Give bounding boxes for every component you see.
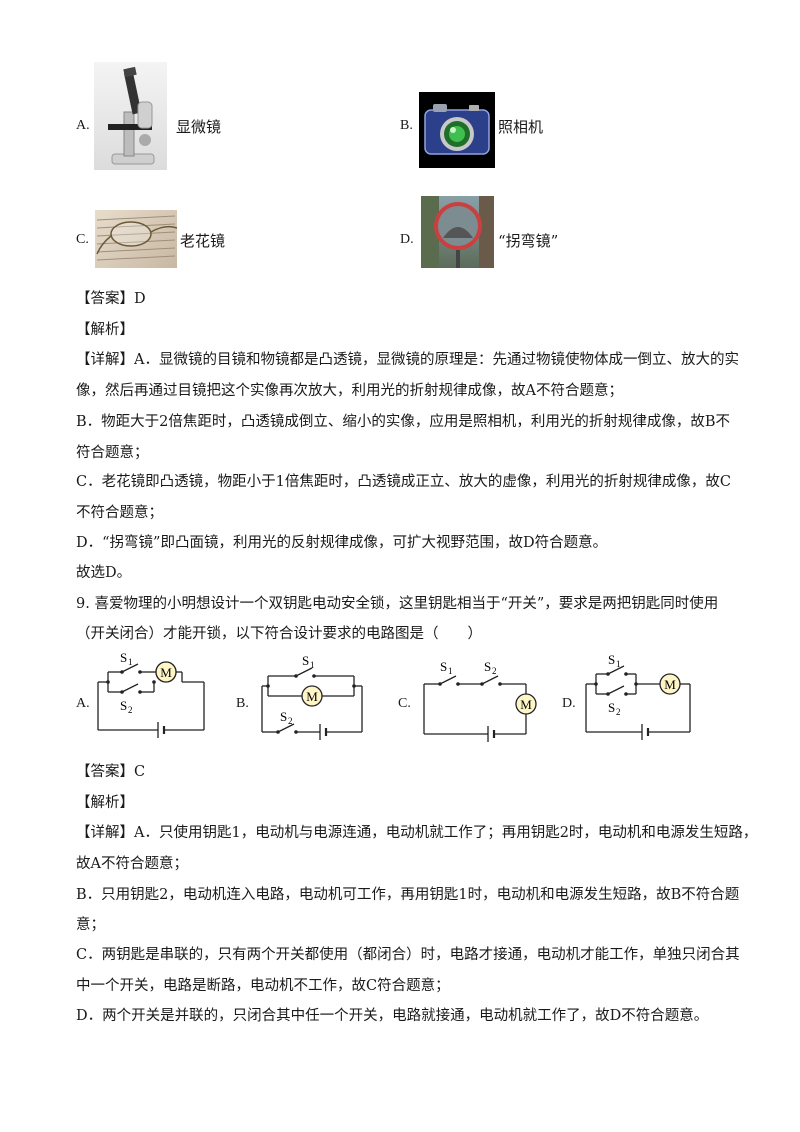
circuit-a-diagram: M S 1 S 2 [97,650,205,738]
circuit-b-diagram: M S 1 S 2 [261,653,363,740]
q8-detail-line: C．老花镜即凸透镜，物距小于1倍焦距时，凸透镜成正立、放大的虚像，利用光的折射规… [76,474,731,490]
circuit-d-diagram: M S 1 S 2 [585,652,691,740]
motor-label: M [664,677,676,692]
switch-s2-subscript: 2 [492,666,497,676]
switch-s1-subscript: 1 [616,659,621,669]
option-b-text: 照相机 [498,118,544,136]
option-c-text: 老花镜 [180,232,226,250]
circuit-c-letter: C. [398,696,411,711]
switch-s2-subscript: 2 [288,716,293,726]
q9-detail-line: 意； [76,917,105,933]
switch-s1-subscript: 1 [310,660,315,670]
circuit-c-diagram: M S 1 S 2 [423,659,537,742]
q8-answer: 【答案】D [76,291,146,307]
motor-label: M [306,689,318,704]
q9-stem-line: （开关闭合）才能开锁，以下符合设计要求的电路图是（ ） [76,626,482,642]
q9-detail-line: C．两钥匙是串联的，只有两个开关都使用（都闭合）时，电路才接通，电动机才能工作，… [76,947,740,963]
switch-s1-label: S [608,652,615,667]
camera-image [419,92,495,168]
option-c-letter: C. [76,232,89,247]
switch-s2-subscript: 2 [128,705,133,715]
q8-detail-line: B．物距大于2倍焦距时，凸透镜成倒立、缩小的实像，应用是照相机，利用光的折射规律… [76,414,731,430]
q8-detail-line: 像，然后再通过目镜把这个实像再次放大，利用光的折射规律成像，故A不符合题意； [76,383,623,399]
q8-detail-line: 不符合题意； [76,505,163,521]
q9-detail-line: 中一个开关，电路是断路，电动机不工作，故C符合题意； [76,978,450,994]
reading-glasses-image [95,210,177,268]
switch-s1-subscript: 1 [128,657,133,667]
motor-label: M [160,665,172,680]
switch-s1-label: S [120,650,127,665]
convex-mirror-image [421,196,494,268]
q9-stem-line: 9. 喜爱物理的小明想设计一个双钥匙电动安全锁，这里钥匙相当于“开关”，要求是两… [76,596,719,612]
option-a-letter: A. [76,118,90,133]
motor-label: M [520,697,532,712]
circuit-b-letter: B. [236,696,249,711]
switch-s1-label: S [302,653,309,668]
switch-s2-label: S [484,659,491,674]
q9-detail-line: D．两个开关是并联的，只闭合其中任一个开关，电路就接通，电动机就工作了，故D不符… [76,1008,709,1024]
q8-detail-line: 【详解】A．显微镜的目镜和物镜都是凸透镜，显微镜的原理是：先通过物镜使物体成一倒… [76,352,739,368]
circuit-a-letter: A. [76,696,90,711]
option-b-letter: B. [400,118,413,133]
q9-analysis-label: 【解析】 [76,795,134,811]
q9-detail-line: 故A不符合题意； [76,856,188,872]
switch-s2-label: S [280,709,287,724]
switch-s2-subscript: 2 [616,707,621,717]
microscope-image [94,62,167,170]
q8-detail-line: 符合题意； [76,445,149,461]
circuit-d-letter: D. [562,696,576,711]
q9-detail-line: 【详解】A．只使用钥匙1，电动机与电源连通，电动机就工作了；再用钥匙2时，电动机… [76,825,758,841]
option-d-letter: D. [400,232,414,247]
option-a-text: 显微镜 [176,118,222,136]
q9-detail-line: B．只用钥匙2，电动机连入电路，电动机可工作，再用钥匙1时，电动机和电源发生短路… [76,887,740,903]
q8-analysis-label: 【解析】 [76,322,134,338]
q9-answer: 【答案】C [76,764,146,780]
switch-s2-label: S [608,700,615,715]
option-d-text: “拐弯镜” [498,232,559,250]
q8-detail-line: D．“拐弯镜”即凸面镜，利用光的反射规律成像，可扩大视野范围，故D符合题意。 [76,535,608,551]
switch-s2-label: S [120,698,127,713]
q8-detail-line: 故选D。 [76,565,132,581]
switch-s1-subscript: 1 [448,666,453,676]
switch-s1-label: S [440,659,447,674]
